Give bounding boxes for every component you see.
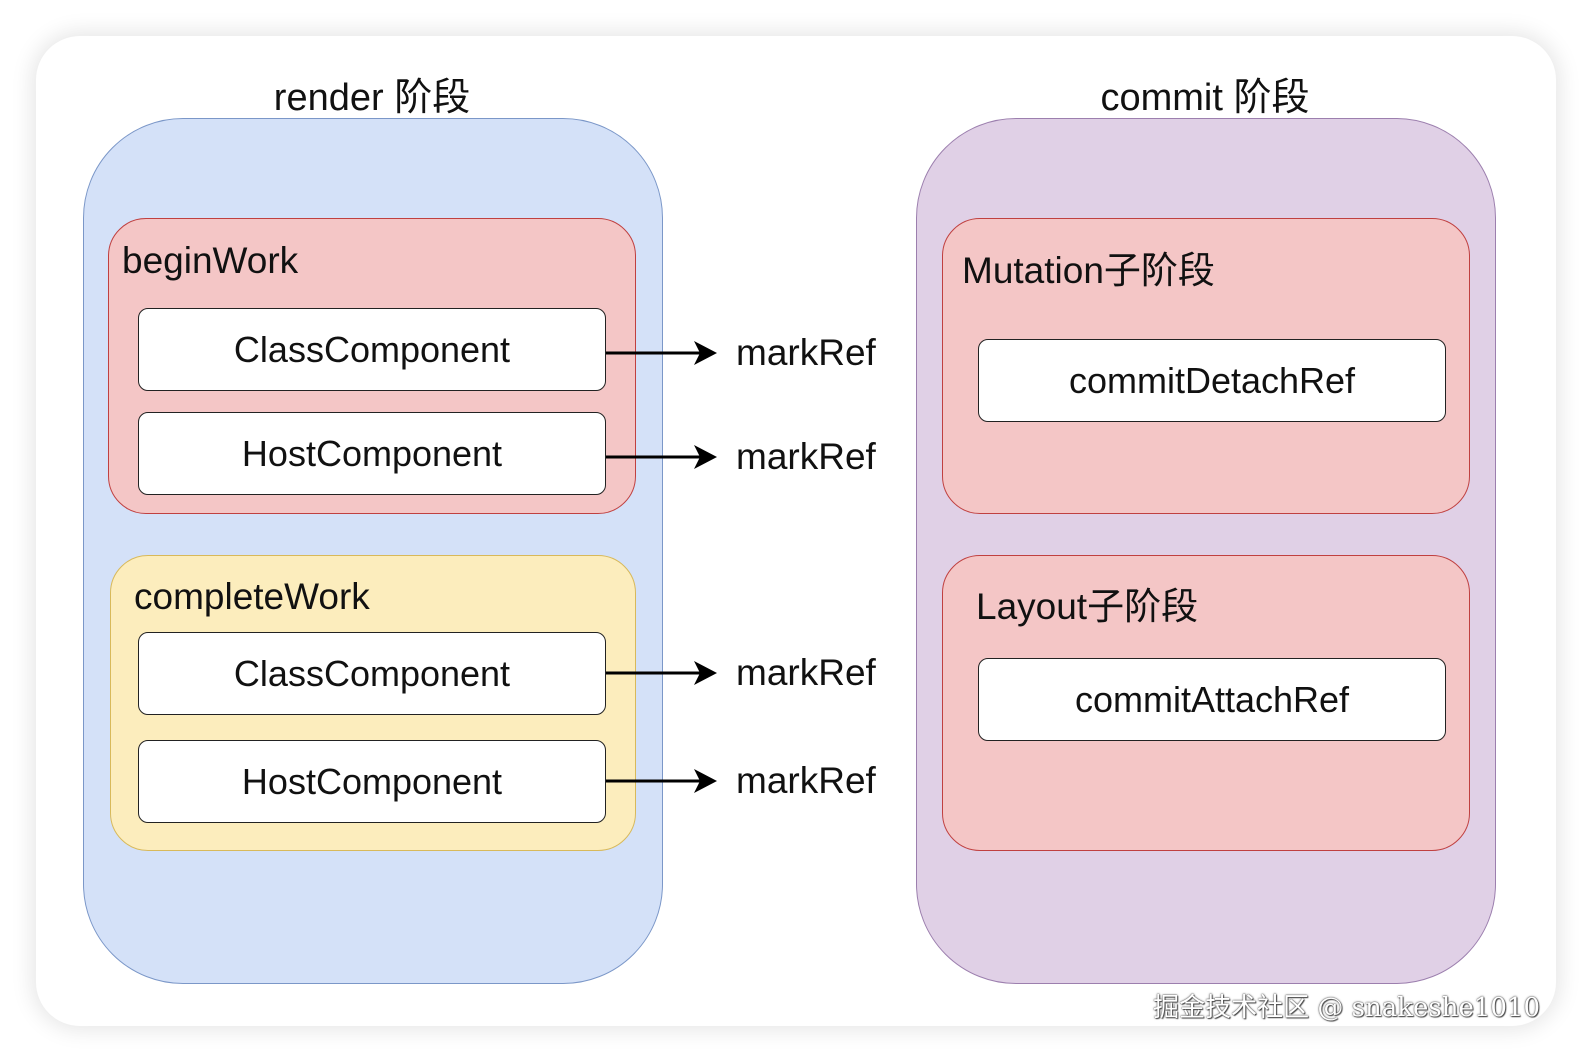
begin-work-class-component-node: ClassComponent bbox=[138, 308, 606, 391]
complete-work-host-component-node: HostComponent bbox=[138, 740, 606, 823]
mark-ref-label-4: markRef bbox=[736, 760, 876, 801]
arrow-2 bbox=[606, 445, 717, 469]
begin-work-label: beginWork bbox=[122, 240, 299, 281]
watermark-text: 掘金技术社区 @ snakeshe1010 bbox=[1153, 993, 1540, 1023]
begin-work-host-component-node: HostComponent bbox=[138, 412, 606, 495]
complete-work-class-component-node: ClassComponent bbox=[138, 632, 606, 715]
arrow-1 bbox=[606, 341, 717, 365]
layout-label: Layout子阶段 bbox=[976, 586, 1199, 627]
render-phase-title: render 阶段 bbox=[273, 77, 471, 119]
mutation-label: Mutation子阶段 bbox=[962, 250, 1215, 291]
mark-ref-label-3: markRef bbox=[736, 652, 876, 693]
commit-detach-ref-node: commitDetachRef bbox=[978, 339, 1446, 422]
commit-attach-ref-node: commitAttachRef bbox=[978, 658, 1446, 741]
mark-ref-label-1: markRef bbox=[736, 332, 876, 373]
commit-phase-title: commit 阶段 bbox=[1100, 77, 1310, 119]
mark-ref-label-2: markRef bbox=[736, 436, 876, 477]
arrow-4 bbox=[606, 769, 717, 793]
arrow-3 bbox=[606, 661, 717, 685]
complete-work-label: completeWork bbox=[134, 576, 370, 617]
